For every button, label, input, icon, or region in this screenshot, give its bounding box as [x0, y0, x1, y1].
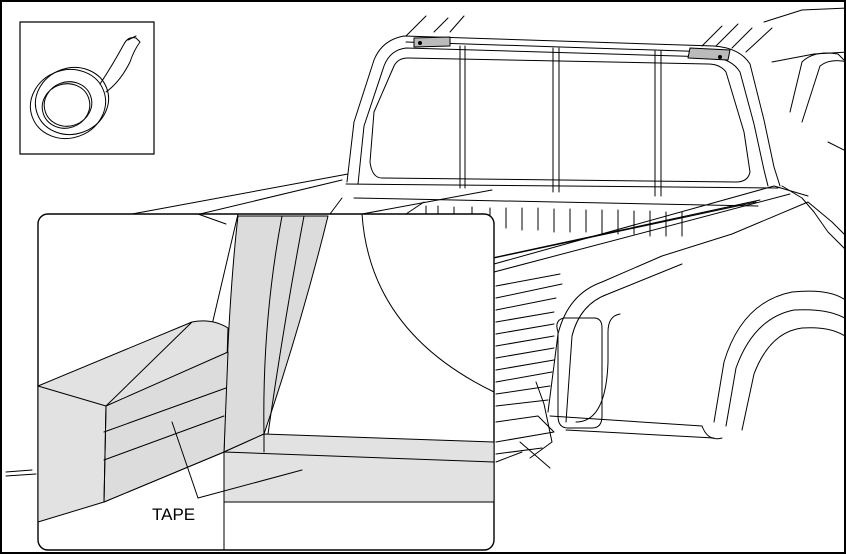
leader-line-left [171, 421, 199, 499]
roll-bar-clamp-right [687, 47, 731, 61]
tape-roll-icon [19, 21, 155, 155]
wheel-arch [713, 290, 846, 423]
roll-bar [346, 35, 781, 187]
zoom-inset: TAPE [37, 213, 495, 551]
tape-callout-label: TAPE [152, 505, 195, 524]
window-bars [459, 45, 662, 197]
roll-bar-clamp-left [413, 36, 451, 48]
bed-side-rail [493, 185, 809, 265]
leader-line-right [197, 469, 303, 499]
bed-floor [495, 273, 563, 407]
cab-side [763, 7, 846, 23]
cab-rear-window [369, 57, 751, 183]
truck-illustration [5, 7, 846, 477]
bed-side-wall [547, 201, 846, 413]
